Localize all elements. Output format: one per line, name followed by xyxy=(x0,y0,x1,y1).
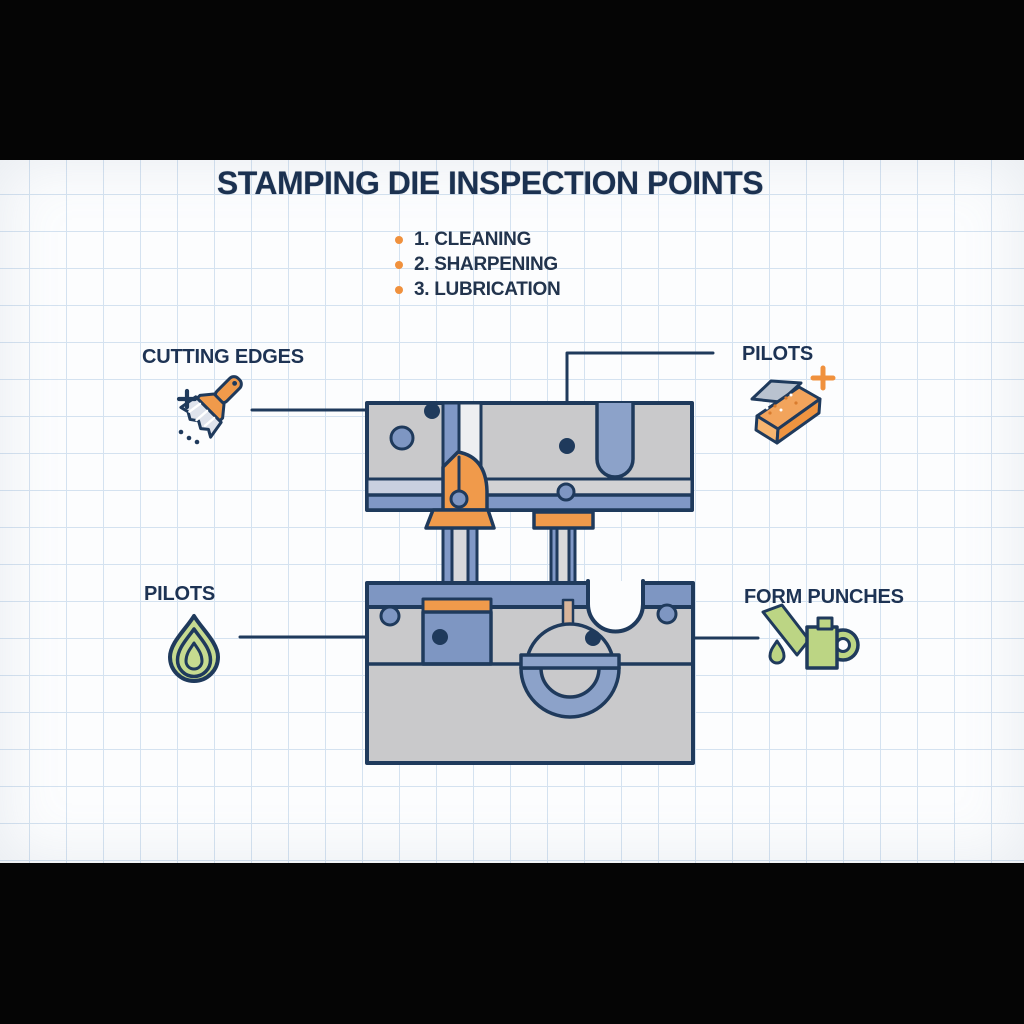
can-lid xyxy=(816,616,834,631)
checklist-item-label: 1. CLEANING xyxy=(414,229,532,250)
punch-retainer-left xyxy=(424,450,496,530)
checklist-item: 1. CLEANING xyxy=(395,229,560,250)
lower-die-hole-left xyxy=(379,605,401,627)
form-cavity-bar xyxy=(519,653,621,670)
leader-dots xyxy=(424,403,601,646)
dot-cutting-edges xyxy=(424,403,440,419)
lower-die xyxy=(365,579,695,765)
pilot-pin xyxy=(561,598,575,627)
upper-die-hole xyxy=(389,425,415,451)
dot-pilots-top xyxy=(559,438,575,454)
metal-shaving xyxy=(750,379,803,404)
stripper-hole xyxy=(556,482,576,502)
die-notch xyxy=(586,579,645,634)
lower-die-hole-right xyxy=(656,603,678,625)
checklist-item: 2. SHARPENING xyxy=(395,254,560,275)
oil-drop-icon xyxy=(168,614,220,683)
checklist-item-label: 3. LUBRICATION xyxy=(414,279,561,300)
top-letterbox xyxy=(0,0,1024,160)
paintbrush-icon xyxy=(176,375,243,445)
punch-retainer-right xyxy=(532,510,595,530)
page-title: STAMPING DIE INSPECTION POINTS xyxy=(216,165,764,201)
upper-die xyxy=(365,401,694,587)
inspection-checklist: 1. CLEANING 2. SHARPENING 3. LUBRICATION xyxy=(395,229,561,306)
label-form-punches: FORM PUNCHES xyxy=(744,586,904,608)
grid-paper-background xyxy=(0,160,1024,863)
bullet-icon xyxy=(395,236,403,244)
stripper-plate xyxy=(365,493,694,512)
can-body xyxy=(805,625,839,670)
label-cutting-edges: CUTTING EDGES xyxy=(142,346,304,368)
spout-drop xyxy=(768,639,786,665)
checklist-item: 3. LUBRICATION xyxy=(395,279,561,300)
can-spout xyxy=(761,603,811,657)
sparkle-plus-icon xyxy=(810,365,836,391)
watering-can-icon xyxy=(761,603,860,670)
label-pilots-top: PILOTS xyxy=(742,343,814,365)
die-plate-right xyxy=(641,581,695,609)
dot-pilots-bottom xyxy=(432,629,448,645)
pilot-slot xyxy=(595,401,635,479)
stripper-band-left xyxy=(365,477,445,497)
checklist-item-label: 2. SHARPENING xyxy=(414,254,558,275)
guide-posts xyxy=(441,526,577,587)
form-cavity-bowl xyxy=(519,666,621,719)
dot-form-punches xyxy=(585,630,601,646)
bullet-icon xyxy=(395,286,403,294)
sparkle-plus-icon xyxy=(176,388,198,410)
bullet-icon xyxy=(395,261,403,269)
bottom-letterbox xyxy=(0,863,1024,1024)
insert-orange-strip xyxy=(421,597,493,614)
label-pilots-bottom: PILOTS xyxy=(144,583,216,605)
whetstone-icon xyxy=(750,365,836,445)
